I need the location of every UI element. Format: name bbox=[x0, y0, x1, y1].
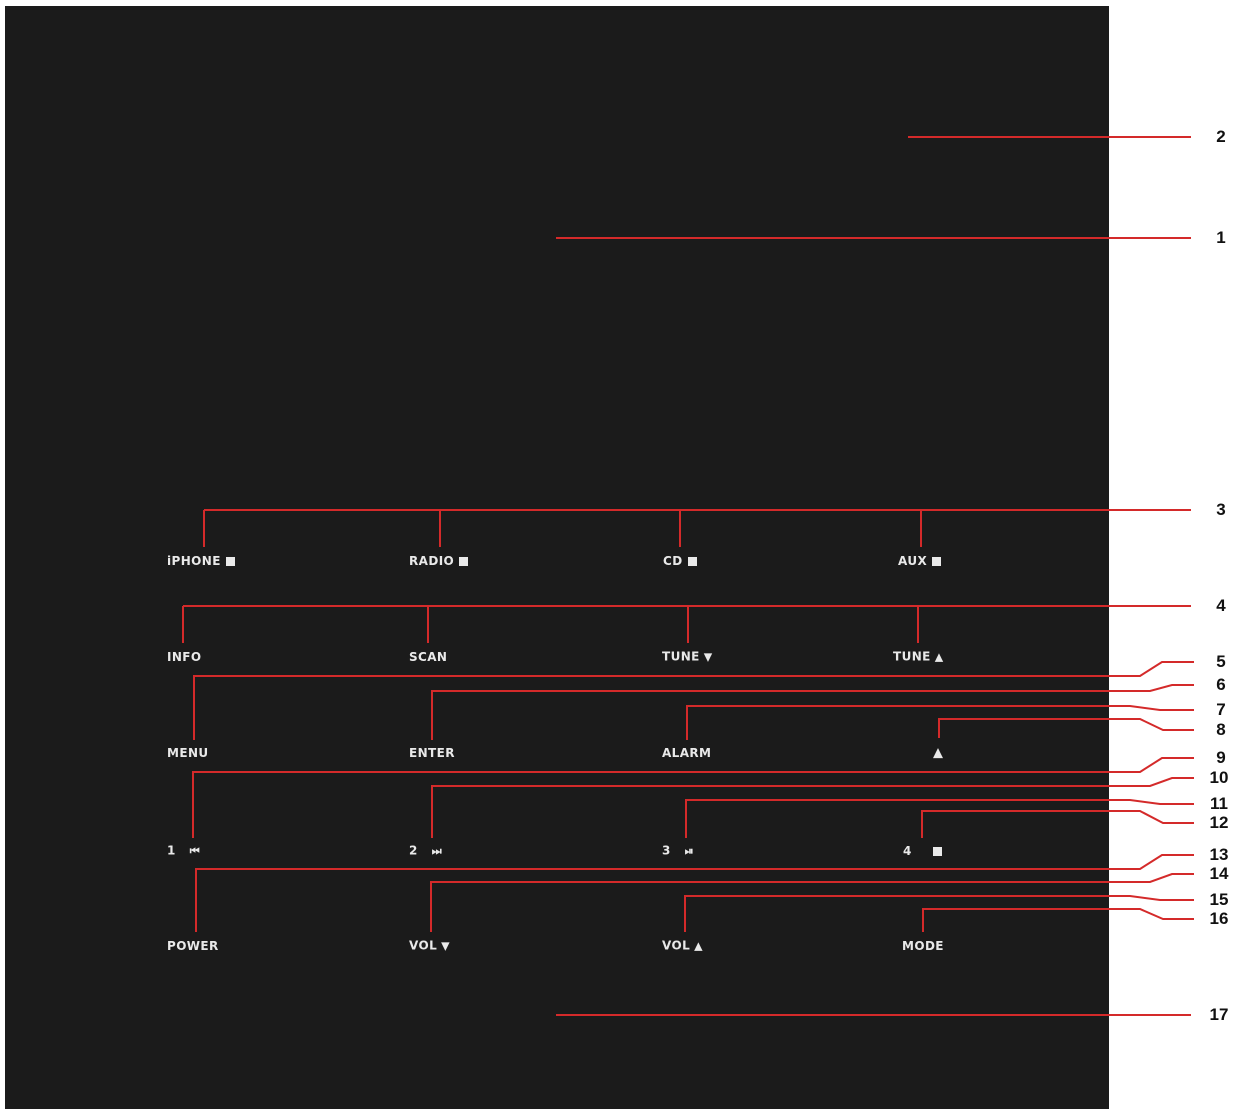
preset-1-button: 1⏮ bbox=[167, 844, 200, 859]
tune-down-label: TUNE bbox=[662, 649, 700, 664]
vol-down-label: VOL bbox=[409, 938, 438, 953]
scan-button: SCAN bbox=[409, 650, 447, 664]
mode-label: MODE bbox=[902, 939, 944, 953]
leader-14 bbox=[430, 873, 1194, 932]
square-icon bbox=[932, 557, 942, 566]
scan-label: SCAN bbox=[409, 650, 448, 664]
callout-17: 17 bbox=[1209, 1005, 1229, 1024]
triangle-up-icon: ▲ bbox=[934, 650, 944, 664]
callout-10: 10 bbox=[1209, 768, 1229, 787]
skip-forward-icon: ⏭ bbox=[431, 844, 443, 858]
eject-button: ▲ bbox=[933, 746, 943, 761]
square-icon bbox=[687, 557, 697, 566]
square-icon bbox=[225, 557, 235, 566]
triangle-up-icon: ▲ bbox=[694, 939, 703, 953]
leader-6 bbox=[431, 684, 1194, 740]
callout-4: 4 bbox=[1216, 596, 1226, 615]
callout-8: 8 bbox=[1216, 720, 1226, 739]
callout-6: 6 bbox=[1216, 675, 1226, 694]
iphone-button: iPHONE bbox=[167, 554, 235, 568]
callout-13: 13 bbox=[1209, 845, 1229, 864]
cd-label: CD bbox=[663, 554, 683, 568]
preset-3-button: 3⏯ bbox=[662, 844, 694, 859]
enter-button: ENTER bbox=[409, 746, 455, 760]
power-button: POWER bbox=[167, 939, 219, 953]
triangle-down-icon: ▼ bbox=[441, 939, 450, 953]
callout-3: 3 bbox=[1216, 500, 1226, 519]
leader-13 bbox=[195, 854, 1194, 932]
alarm-label: ALARM bbox=[662, 746, 712, 760]
preset-3-label: 3 bbox=[662, 843, 671, 858]
callout-2: 2 bbox=[1216, 127, 1226, 146]
vol-down-button: VOL▼ bbox=[409, 939, 450, 954]
leader-10 bbox=[431, 777, 1194, 838]
leader-9 bbox=[192, 757, 1194, 838]
cd-button: CD bbox=[663, 554, 697, 568]
callout-1: 1 bbox=[1216, 228, 1226, 247]
leader-16 bbox=[922, 908, 1194, 932]
menu-button: MENU bbox=[167, 746, 209, 760]
aux-label: AUX bbox=[898, 554, 928, 568]
leader-3 bbox=[203, 509, 1191, 547]
vol-up-button: VOL▲ bbox=[662, 939, 703, 954]
device-panel bbox=[5, 6, 1109, 1109]
callout-14: 14 bbox=[1209, 864, 1229, 883]
tune-down-button: TUNE▼ bbox=[662, 650, 713, 665]
stop-square-icon bbox=[932, 847, 942, 856]
preset-1-label: 1 bbox=[167, 843, 176, 858]
preset-2-label: 2 bbox=[409, 843, 418, 858]
callout-9: 9 bbox=[1216, 748, 1226, 767]
tune-up-button: TUNE▲ bbox=[893, 650, 944, 665]
vol-up-label: VOL bbox=[662, 938, 691, 953]
preset-4-button: 4 bbox=[903, 844, 942, 858]
info-label: INFO bbox=[167, 650, 202, 664]
preset-4-label: 4 bbox=[903, 844, 912, 858]
enter-label: ENTER bbox=[409, 746, 455, 760]
radio-button: RADIO bbox=[409, 554, 469, 568]
info-button: INFO bbox=[167, 650, 202, 664]
square-icon bbox=[459, 557, 469, 566]
tune-up-label: TUNE bbox=[893, 649, 931, 664]
skip-back-icon: ⏮ bbox=[189, 844, 201, 858]
callout-12: 12 bbox=[1209, 813, 1229, 832]
play-pause-icon: ⏯ bbox=[684, 844, 694, 858]
leader-4 bbox=[182, 605, 1191, 643]
aux-button: AUX bbox=[898, 554, 942, 568]
alarm-button: ALARM bbox=[662, 746, 711, 760]
power-label: POWER bbox=[167, 939, 219, 953]
iphone-label: iPHONE bbox=[167, 554, 221, 568]
leader-8 bbox=[938, 718, 1194, 738]
leader-7 bbox=[686, 705, 1194, 740]
preset-2-button: 2⏭ bbox=[409, 844, 442, 859]
callout-5: 5 bbox=[1216, 652, 1226, 671]
leader-11 bbox=[685, 799, 1194, 838]
menu-label: MENU bbox=[167, 746, 209, 760]
leader-15 bbox=[684, 895, 1194, 932]
leader-5 bbox=[193, 661, 1194, 740]
callout-16: 16 bbox=[1209, 909, 1229, 928]
eject-icon: ▲ bbox=[933, 745, 944, 761]
radio-label: RADIO bbox=[409, 554, 455, 568]
triangle-down-icon: ▼ bbox=[703, 650, 713, 664]
mode-button: MODE bbox=[902, 939, 944, 953]
callout-11: 11 bbox=[1210, 794, 1228, 813]
callout-7: 7 bbox=[1216, 700, 1226, 719]
leader-12 bbox=[921, 810, 1194, 838]
callout-15: 15 bbox=[1209, 890, 1229, 909]
